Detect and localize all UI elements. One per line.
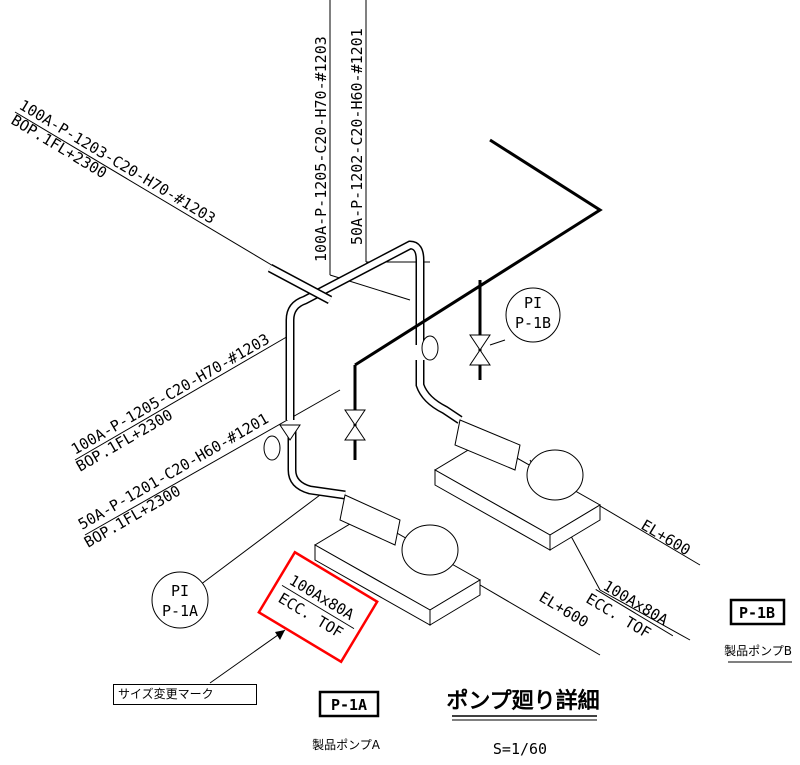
svg-text:PI: PI <box>524 294 542 312</box>
pump-a-graphic <box>314 494 481 626</box>
line-label-vert-2: 50A-P-1202-C20-H60-#1201 <box>348 28 366 245</box>
elevation-a: EL+600 <box>536 588 592 631</box>
drawing-scale: S=1/60 <box>493 740 547 758</box>
pump-b-name: 製品ポンプB <box>724 644 792 658</box>
elevation-b: EL+600 <box>638 516 694 559</box>
instrument-pi-p-1a: PI P-1A <box>151 571 209 629</box>
svg-text:PI: PI <box>171 582 189 600</box>
svg-text:P-1B: P-1B <box>515 314 551 332</box>
valves <box>263 334 491 461</box>
pump-b-tag: P-1B <box>739 604 775 622</box>
callout-arrow <box>209 629 286 684</box>
size-change-callout: サイズ変更マーク <box>113 684 257 705</box>
pump-b-graphic <box>434 419 601 551</box>
callout-text: サイズ変更マーク <box>118 687 214 701</box>
line-label-top-left: 100A-P-1203-C20-H70-#1203 <box>16 96 219 228</box>
pump-a-tag: P-1A <box>331 696 367 714</box>
svg-text:P-1A: P-1A <box>162 602 198 620</box>
size-change-highlight <box>257 550 379 664</box>
pump-a-name: 製品ポンプA <box>312 738 381 752</box>
drawing-title: ポンプ廻り詳細 <box>446 688 599 714</box>
line-label-vert-1: 100A-P-1205-C20-H70-#1203 <box>312 36 330 262</box>
reducer-b-label: 100Ax80A ECC. TOF <box>583 577 674 642</box>
instrument-pi-p-1b: PI P-1B <box>505 287 561 343</box>
